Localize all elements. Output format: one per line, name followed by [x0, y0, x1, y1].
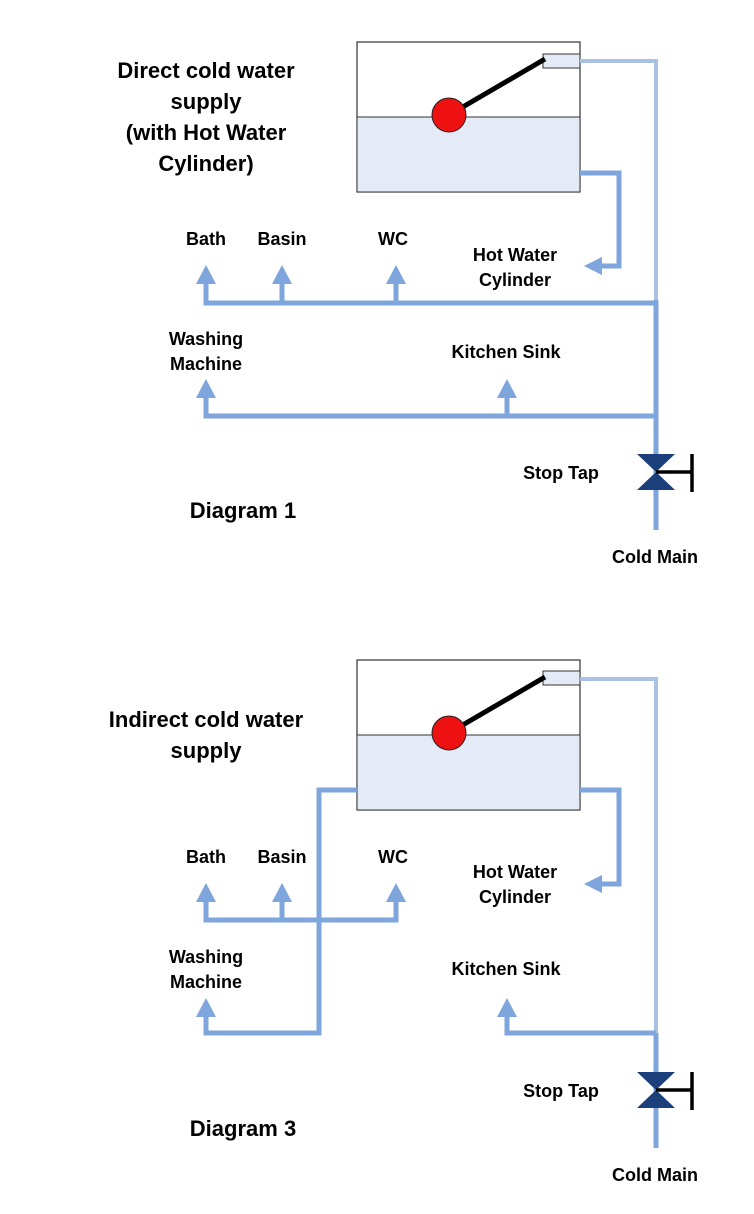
upper-branch-pipe-3 [203, 897, 399, 923]
basin-arrow-3 [272, 883, 292, 902]
diagram-3-title-line-1: Indirect cold water [109, 707, 304, 732]
washing-machine-arrow [196, 379, 216, 398]
hot-water-label-3a: Hot Water [473, 862, 557, 882]
inlet-valve-box [542, 53, 581, 69]
bath-arrow-3 [196, 883, 216, 902]
float-arm-3 [447, 674, 547, 736]
diagram-3-caption: Diagram 3 [190, 1116, 296, 1141]
basin-label: Basin [257, 229, 306, 249]
bath-arrow [196, 265, 216, 284]
rising-main-top [580, 59, 658, 300]
washing-machine-label-3b: Machine [170, 972, 242, 992]
inlet-valve-box-3 [542, 670, 581, 686]
cistern-water [356, 116, 581, 193]
washing-machine-arrow-3 [196, 998, 216, 1017]
wc-label: WC [378, 229, 408, 249]
wc-arrow [386, 265, 406, 284]
bath-label-3: Bath [186, 847, 226, 867]
rising-main-top-3 [580, 677, 658, 1033]
ball-float-3 [431, 715, 467, 751]
diagram-1-caption: Diagram 1 [190, 498, 296, 523]
diagram-1-title-line-1: Direct cold water [117, 58, 295, 83]
cold-main-label-3: Cold Main [612, 1165, 698, 1185]
stop-tap-valve-icon-3 [637, 1072, 694, 1110]
kitchen-sink-arrow-3 [497, 998, 517, 1017]
washing-machine-label-2: Machine [170, 354, 242, 374]
diagram-1-title-line-2: supply [171, 89, 243, 114]
upper-branch-pipe [203, 279, 656, 306]
diagram-1-title-line-3: (with Hot Water [126, 120, 287, 145]
kitchen-sink-pipe-3 [504, 1012, 656, 1036]
cold-main-label: Cold Main [612, 547, 698, 567]
hot-water-arrow [584, 257, 602, 275]
basin-arrow [272, 265, 292, 284]
lower-branch-pipe [203, 393, 656, 419]
stop-tap-label: Stop Tap [523, 463, 599, 483]
wc-arrow-3 [386, 883, 406, 902]
diagram-3-title-line-2: supply [171, 738, 243, 763]
hot-water-label-1: Hot Water [473, 245, 557, 265]
stop-tap-label-3: Stop Tap [523, 1081, 599, 1101]
kitchen-sink-arrow [497, 379, 517, 398]
cistern-outlet-pipe [203, 787, 357, 1036]
hot-water-feed-pipe-3 [580, 787, 622, 887]
basin-label-3: Basin [257, 847, 306, 867]
washing-machine-label-3a: Washing [169, 947, 243, 967]
hot-water-arrow-3 [584, 875, 602, 893]
hot-water-label-2: Cylinder [479, 270, 551, 290]
hot-water-label-3b: Cylinder [479, 887, 551, 907]
diagram-1-title-line-4: Cylinder) [158, 151, 253, 176]
float-arm [447, 56, 547, 118]
hot-water-feed-pipe [580, 170, 622, 269]
stop-tap-valve-icon [637, 454, 694, 492]
diagram-3: Indirect cold water supply [109, 659, 698, 1185]
washing-machine-label-1: Washing [169, 329, 243, 349]
kitchen-sink-label: Kitchen Sink [451, 342, 561, 362]
ball-float [431, 97, 467, 133]
bath-label: Bath [186, 229, 226, 249]
diagram-1: Direct cold water supply (with Hot Water… [117, 41, 698, 567]
kitchen-sink-label-3: Kitchen Sink [451, 959, 561, 979]
cistern-water-3 [356, 734, 581, 811]
wc-label-3: WC [378, 847, 408, 867]
